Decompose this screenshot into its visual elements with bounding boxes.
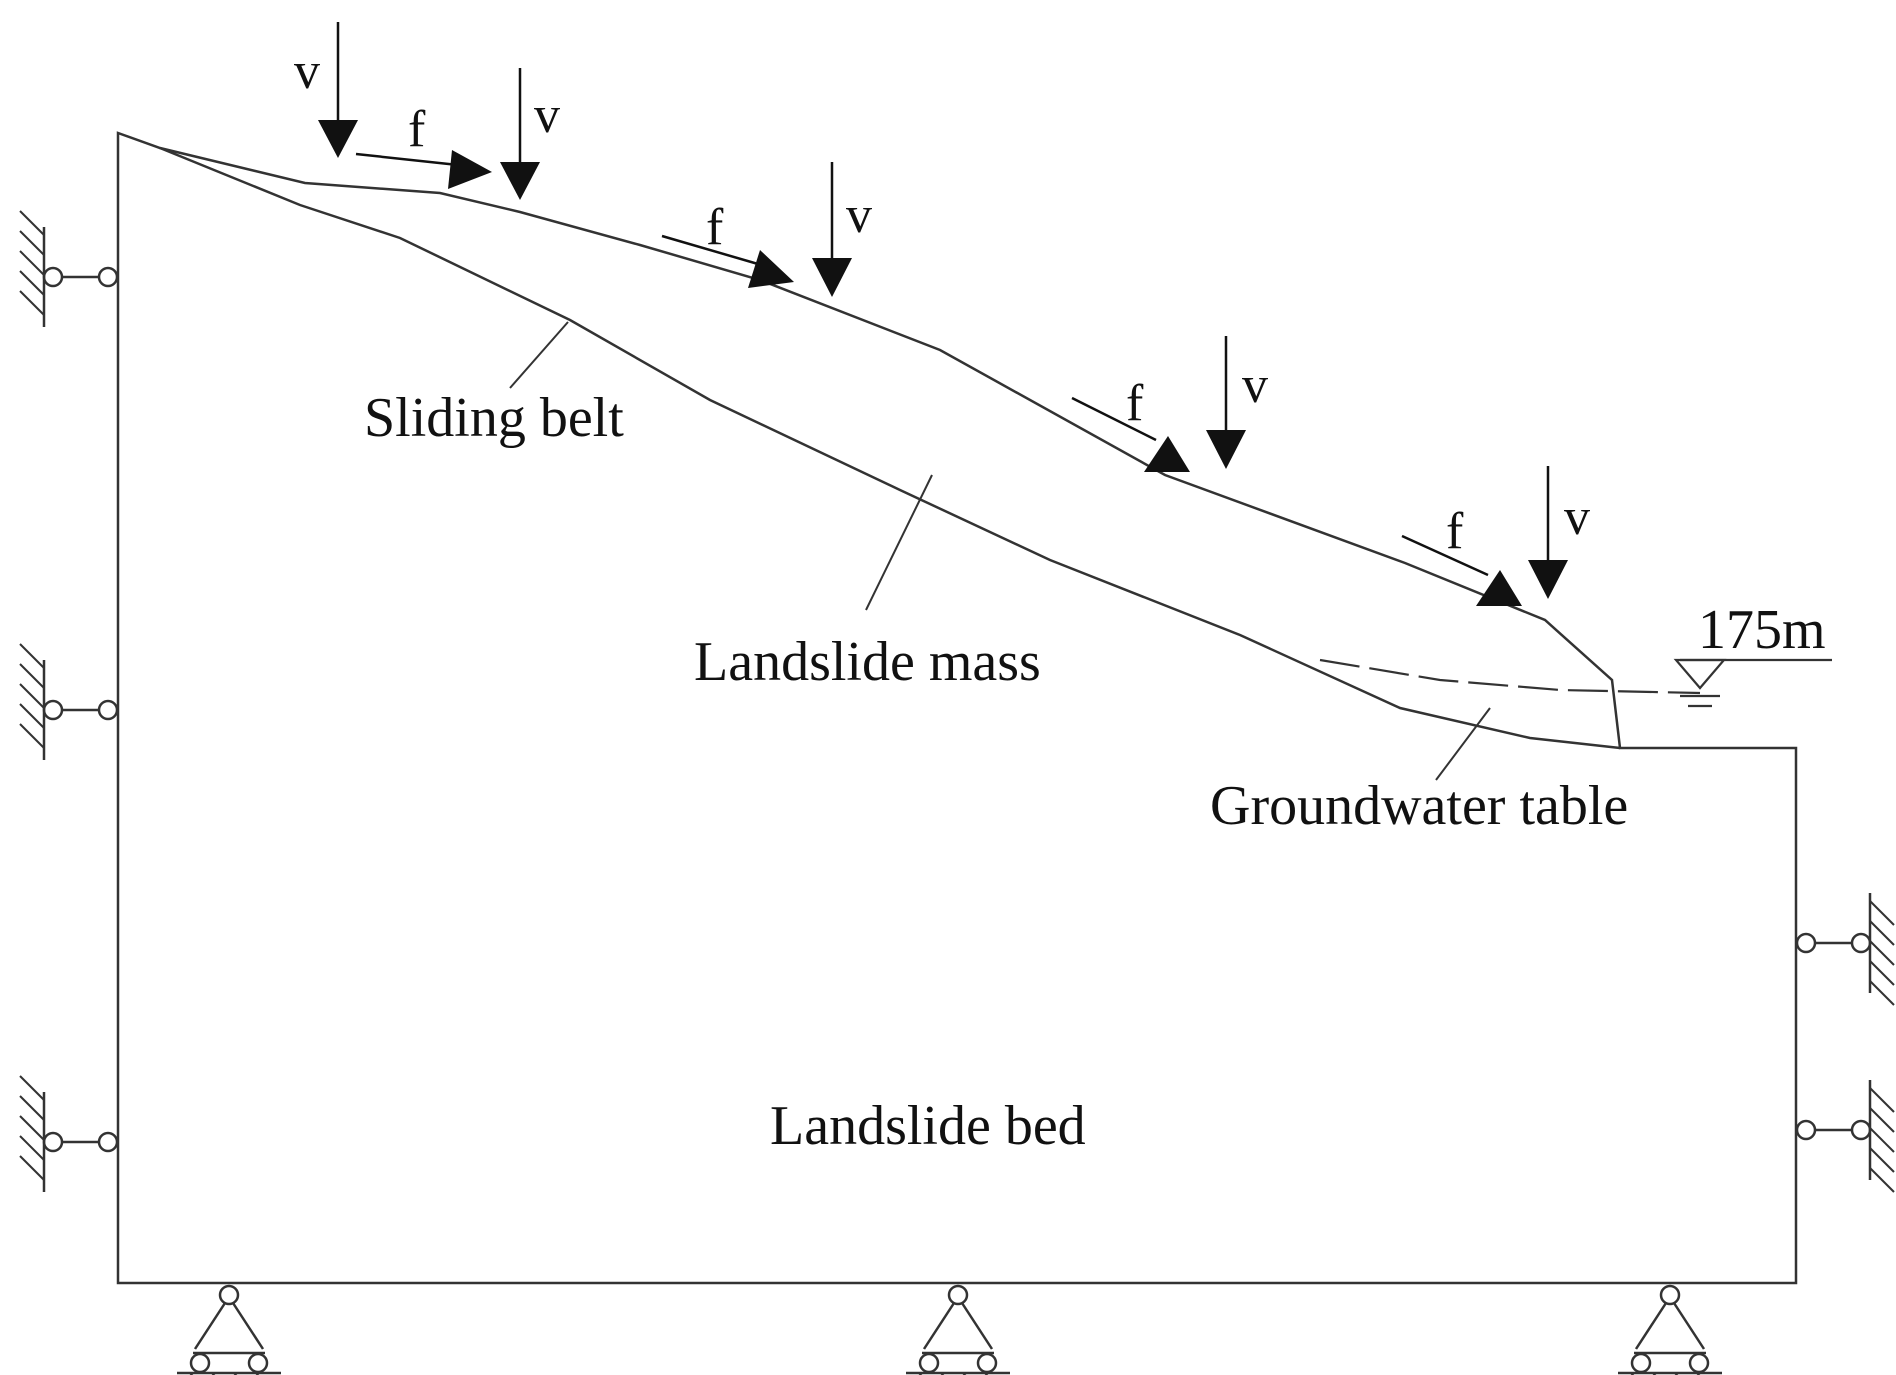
vertical-load-arrow-icon — [812, 162, 852, 297]
friction-arrow-icon — [355, 150, 492, 189]
vertical-load-arrow-icon — [1528, 466, 1568, 599]
friction-label: f — [706, 199, 724, 256]
vertical-load-arrow-icon — [500, 68, 540, 200]
water-level-triangle-icon — [1673, 658, 1727, 690]
vertical-load-arrow-icon — [318, 22, 358, 158]
friction-label: f — [408, 101, 426, 158]
vertical-load-arrow-icon — [1206, 336, 1246, 469]
bottom-pin-support-icon — [173, 1284, 283, 1375]
sliding-belt-line — [159, 146, 1621, 750]
vertical-load-label: v — [846, 187, 872, 244]
sliding-belt-label: Sliding belt — [364, 387, 624, 449]
groundwater-table-label: Groundwater table — [1210, 775, 1628, 837]
vertical-load-label: v — [1564, 489, 1590, 546]
right-roller-support-icon — [1795, 1078, 1896, 1194]
groundwater-table-line — [1319, 658, 1701, 695]
friction-label: f — [1126, 375, 1144, 432]
right-roller-support-icon — [1795, 891, 1896, 1007]
friction-arrow-icon — [1071, 396, 1190, 472]
friction-label: f — [1446, 503, 1464, 560]
left-roller-support-icon — [18, 642, 119, 762]
bottom-pin-support-icon — [902, 1284, 1012, 1375]
landslide-bed-label: Landslide bed — [770, 1095, 1086, 1157]
vertical-load-label: v — [534, 87, 560, 144]
sliding-belt-leader — [509, 321, 569, 389]
left-roller-support-icon — [18, 1074, 119, 1194]
bottom-pin-support-icon — [1614, 1284, 1724, 1375]
friction-arrow-icon — [661, 234, 794, 288]
groundwater-table-leader — [1435, 707, 1491, 781]
vertical-load-label: v — [1242, 357, 1268, 414]
left-roller-support-icon — [18, 209, 119, 329]
water-level-label: 175m — [1698, 599, 1826, 661]
friction-arrow-icon — [1401, 534, 1522, 606]
model-boundary — [116, 131, 1798, 1285]
vertical-load-label: v — [294, 43, 320, 100]
landslide-mass-leader — [865, 474, 933, 611]
landslide-mass-label: Landslide mass — [694, 631, 1041, 693]
